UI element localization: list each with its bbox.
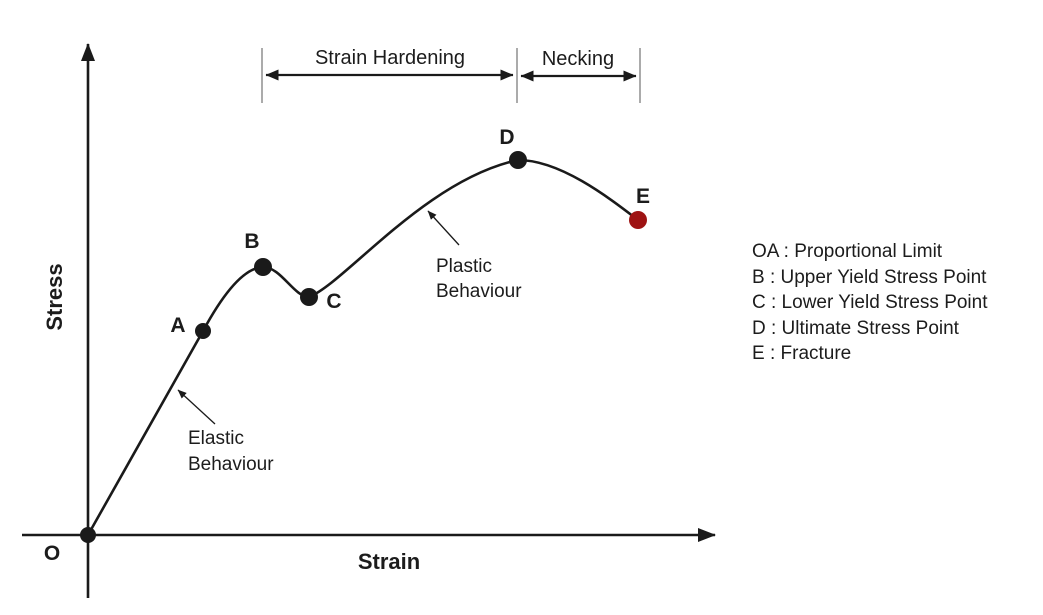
strain-hardening-label: Strain Hardening — [315, 47, 465, 69]
legend-item-d: D : Ultimate Stress Point — [752, 318, 960, 339]
point-dot-d — [509, 151, 527, 169]
plastic-behaviour-label-line1: Plastic — [436, 256, 492, 277]
elastic-leader-arrow — [177, 389, 216, 425]
legend: OA : Proportional Limit B : Upper Yield … — [752, 241, 988, 364]
point-dot-a — [195, 323, 211, 339]
point-label-c: C — [326, 290, 341, 313]
elastic-behaviour-label-line1: Elastic — [188, 428, 244, 449]
point-label-a: A — [170, 314, 185, 337]
plastic-leader-arrow — [427, 210, 460, 246]
legend-item-c: C : Lower Yield Stress Point — [752, 292, 988, 313]
point-label-e: E — [636, 185, 650, 208]
necking-label: Necking — [542, 48, 614, 70]
x-axis-title: Strain — [358, 549, 420, 574]
elastic-behaviour-label-line2: Behaviour — [188, 454, 274, 475]
point-dot-o — [80, 527, 96, 543]
y-axis-title: Stress — [42, 263, 67, 330]
legend-item-b: B : Upper Yield Stress Point — [752, 267, 987, 288]
point-dot-b — [254, 258, 272, 276]
plastic-behaviour-label-line2: Behaviour — [436, 281, 522, 302]
point-label-b: B — [244, 230, 259, 253]
point-label-o: O — [44, 542, 60, 565]
stress-strain-curve — [86, 158, 640, 537]
legend-item-oa: OA : Proportional Limit — [752, 241, 943, 262]
point-dot-c — [300, 288, 318, 306]
point-label-d: D — [499, 126, 514, 149]
point-dot-e — [629, 211, 647, 229]
curve-points-layer: O A B C D E — [44, 126, 650, 565]
legend-item-e: E : Fracture — [752, 343, 851, 364]
